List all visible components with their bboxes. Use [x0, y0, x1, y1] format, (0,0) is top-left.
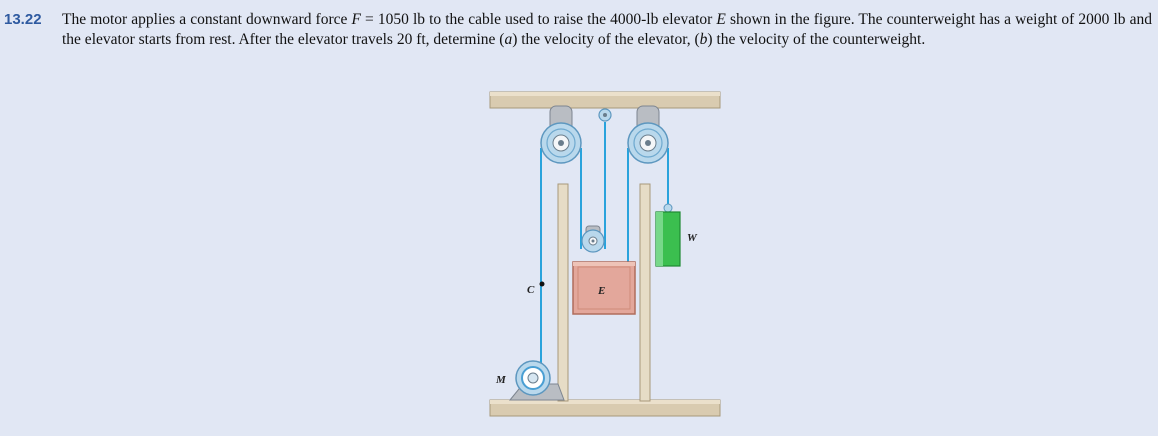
problem-number: 13.22	[4, 11, 42, 28]
point-c: C	[527, 281, 545, 296]
pulley-icon	[627, 105, 669, 164]
text-part: shown in the figure. The counterweight h…	[62, 11, 1152, 48]
elevator-label: E	[597, 285, 605, 297]
problem-statement: 13.22 The motor applies a constant downw…	[0, 10, 1158, 76]
text-part: ) the velocity of the elevator, (	[512, 31, 700, 48]
counterweight-label: W	[687, 232, 698, 244]
point-c-label: C	[527, 284, 535, 296]
motor-icon: M	[495, 360, 565, 401]
pulley-icon	[581, 225, 605, 253]
text-part-var-e: E	[716, 11, 726, 28]
motor-label: M	[495, 374, 507, 386]
counterweight: W	[655, 203, 698, 267]
cables	[540, 122, 669, 368]
text-part-var-a: a	[504, 31, 513, 48]
text-part-var-b: b	[699, 31, 708, 48]
text-part: = 1050 lb to the cable used to raise the…	[360, 11, 717, 28]
floor-beam	[489, 399, 721, 417]
elevator-car: E	[572, 261, 636, 315]
text-part-var-f: F	[351, 11, 361, 28]
pulley-icon	[540, 105, 582, 164]
left-guide-rail	[557, 183, 569, 402]
right-guide-rail	[639, 183, 651, 402]
text-part: ) the velocity of the counterweight.	[707, 31, 926, 48]
ceiling-beam	[489, 91, 721, 109]
text-part: The motor applies a constant downward fo…	[62, 11, 352, 28]
pulley-icon	[598, 108, 612, 122]
problem-text: The motor applies a constant downward fo…	[62, 10, 1152, 50]
elevator-figure: E W C M	[489, 91, 721, 417]
